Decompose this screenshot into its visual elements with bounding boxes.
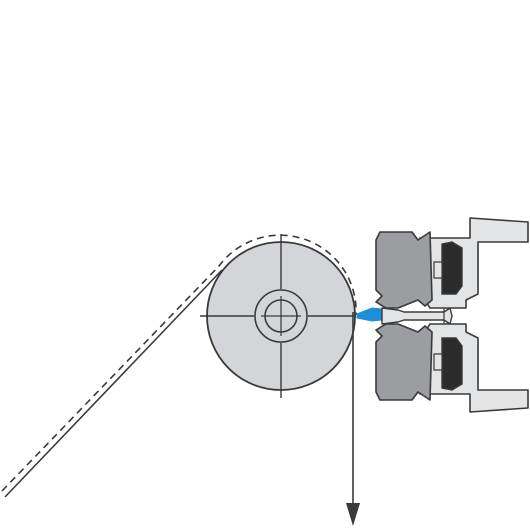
upper-insert-notch xyxy=(433,261,443,279)
lower-black-insert xyxy=(441,337,463,391)
upper-seal-housing xyxy=(375,217,529,309)
web-lines xyxy=(1,234,357,498)
contact-tip xyxy=(356,307,383,322)
lower-insert-notch xyxy=(433,353,443,371)
down-arrow-icon xyxy=(346,312,360,526)
lower-seal-housing xyxy=(375,323,529,413)
upper-black-insert xyxy=(441,241,463,295)
upper-dark-block xyxy=(375,231,433,309)
web-solid-line xyxy=(4,269,223,498)
lower-dark-block xyxy=(375,323,433,401)
roller xyxy=(200,234,356,398)
seal-center-connector xyxy=(381,307,453,325)
